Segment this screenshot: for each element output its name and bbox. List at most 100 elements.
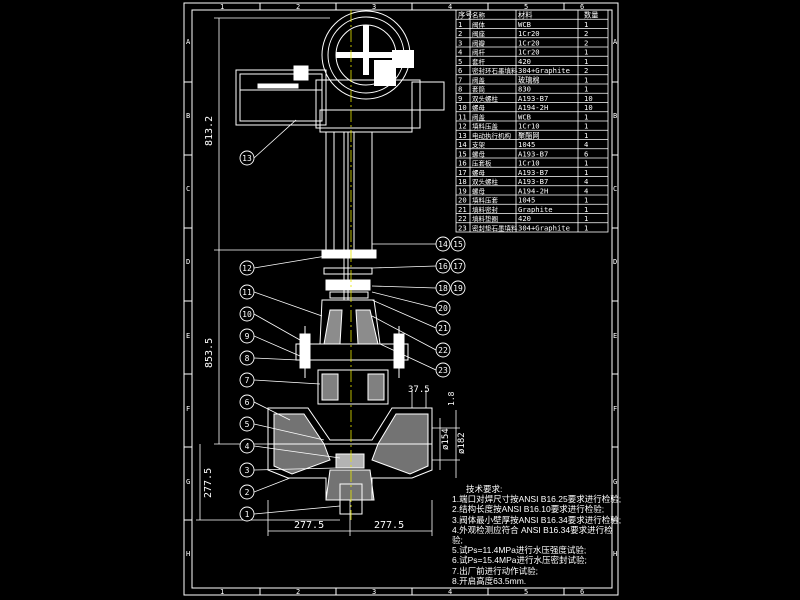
bom-cell: 304+Graphite xyxy=(518,223,570,232)
bom-cell: 1 xyxy=(584,168,588,177)
bom-cell: 1 xyxy=(584,122,588,131)
bom-cell: 1 xyxy=(584,85,588,94)
bom-cell: Graphite xyxy=(518,205,553,214)
bom-cell: 22 xyxy=(458,214,467,223)
balloon-5 xyxy=(239,416,255,432)
balloon-label: 11 xyxy=(242,288,252,297)
bom-cell: 4 xyxy=(584,186,588,195)
bom-header-cell: 名称 xyxy=(472,11,486,20)
notes-item: 8.开启高度63.5mm. xyxy=(452,575,527,586)
bom-cell: 阀盖 xyxy=(472,75,486,84)
bom-cell: 14 xyxy=(458,140,467,149)
bom-cell: 2 xyxy=(584,66,588,75)
row-label: C xyxy=(186,185,190,193)
row-label: H xyxy=(613,550,617,558)
bom-cell: 16 xyxy=(458,159,467,168)
column-label: 5 xyxy=(524,588,528,596)
bom-cell: 2 xyxy=(584,38,588,47)
dimension-flange-18: 1.8 xyxy=(447,391,456,406)
column-label: 6 xyxy=(580,3,584,11)
bom-cell: 8 xyxy=(458,85,462,94)
row-label: G xyxy=(186,478,190,486)
bom-cell: 双头螺柱 xyxy=(472,94,499,103)
bom-cell: A193-B7 xyxy=(518,94,548,103)
balloon-6 xyxy=(239,394,255,410)
balloon-10 xyxy=(239,306,255,322)
bom-cell: A194-2H xyxy=(518,186,548,195)
bom-cell: 11 xyxy=(458,112,467,121)
bom-cell: 2 xyxy=(458,29,462,38)
bom-cell: 1 xyxy=(584,159,588,168)
column-label: 5 xyxy=(524,3,528,11)
bom-cell: 压套板 xyxy=(472,159,492,168)
column-label: 1 xyxy=(220,588,224,596)
bom-cell: 6 xyxy=(584,149,588,158)
balloon-13 xyxy=(239,150,255,166)
row-label: B xyxy=(186,112,190,120)
bom-cell: 304+Graphite xyxy=(518,66,570,75)
notes-item: 6.试Ps=15.4MPa进行水压密封试验; xyxy=(452,555,587,566)
bom-cell: 套筒 xyxy=(472,85,486,94)
row-label: A xyxy=(613,38,618,46)
bom-cell: 15 xyxy=(458,149,467,158)
bom-cell: 7 xyxy=(458,75,462,84)
bom-cell: 5 xyxy=(458,57,462,66)
bom-cell: 1045 xyxy=(518,196,535,205)
balloon-label: 20 xyxy=(438,304,448,313)
technical-notes: 技术要求: 1.端口对焊尺寸按ANSI B16.25要求进行检验; 2.结构长度… xyxy=(452,484,622,586)
bom-cell: 1 xyxy=(584,48,588,57)
dimension-half-width-left: 277.5 xyxy=(294,520,324,531)
balloon-22 xyxy=(435,342,451,358)
bom-cell: 3 xyxy=(458,38,462,47)
balloon-3 xyxy=(239,462,255,478)
bom-cell: WCB xyxy=(518,20,531,29)
bom-cell: 1 xyxy=(584,214,588,223)
column-label: 1 xyxy=(220,3,224,11)
balloon-12 xyxy=(239,260,255,276)
bom-cell: 密封垫石墨填料 xyxy=(472,223,518,232)
bom-cell: 双头螺柱 xyxy=(472,177,499,186)
bom-cell: 1 xyxy=(584,205,588,214)
balloon-label: 13 xyxy=(242,154,252,163)
dimension-lines xyxy=(196,17,460,536)
row-label: B xyxy=(613,112,617,120)
bom-cell: 密封环石墨填料 xyxy=(472,66,518,75)
column-label: 4 xyxy=(448,3,452,11)
bom-cell: A193-B7 xyxy=(518,168,548,177)
balloon-label: 2 xyxy=(245,488,250,497)
balloon-label: 9 xyxy=(245,332,250,341)
bom-header-cell: 序号 xyxy=(458,11,472,20)
bom-cell: 6 xyxy=(458,66,462,75)
bom-cell: 螺母 xyxy=(472,186,486,195)
bom-cell: 阀座 xyxy=(472,29,486,38)
bom-cell: 螺母 xyxy=(472,168,486,177)
bom-cell: A193-B7 xyxy=(518,177,548,186)
dimension-top-height: 813.2 xyxy=(204,116,215,146)
bom-cell: 17 xyxy=(458,168,467,177)
bom-cell: 阀瓣 xyxy=(472,38,486,47)
bom-cell: 玻璃棉 xyxy=(518,75,540,84)
bom-cell: 830 xyxy=(518,85,531,94)
bom-cell: 1Cr10 xyxy=(518,159,540,168)
balloon-label: 1 xyxy=(245,510,250,519)
bom-cell: 1Cr20 xyxy=(518,38,540,47)
bom-cell: 1Cr20 xyxy=(518,48,540,57)
balloon-4 xyxy=(239,438,255,454)
row-label: H xyxy=(186,550,190,558)
balloon-label: 12 xyxy=(242,264,252,273)
bom-cell: 1Cr10 xyxy=(518,122,540,131)
balloon-label: 4 xyxy=(245,442,250,451)
balloon-2 xyxy=(239,484,255,500)
row-label: A xyxy=(186,38,191,46)
dimension-flange-375: 37.5 xyxy=(408,385,430,395)
row-label: G xyxy=(613,478,617,486)
valve-drawing xyxy=(235,10,445,515)
balloon-20 xyxy=(435,300,451,316)
balloon-15 xyxy=(450,236,466,252)
balloon-11 xyxy=(239,284,255,300)
row-label: F xyxy=(186,405,190,413)
bom-cell: 1045 xyxy=(518,140,535,149)
bom-cell: A193-B7 xyxy=(518,149,548,158)
column-label: 3 xyxy=(372,3,376,11)
bom-cell: 1 xyxy=(584,131,588,140)
